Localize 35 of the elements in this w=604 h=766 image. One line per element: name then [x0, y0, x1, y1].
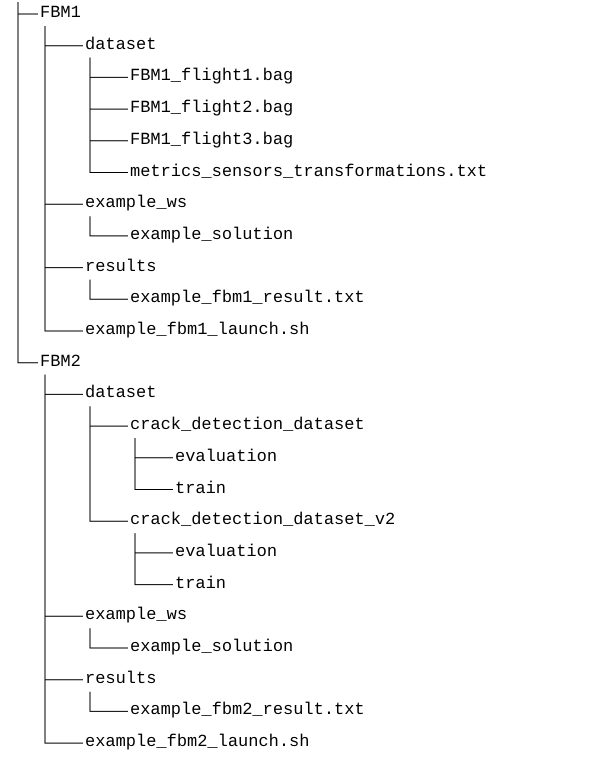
file-name: example_solution — [130, 226, 294, 246]
folder-name: example_ws — [85, 194, 188, 214]
tree-line — [44, 374, 84, 744]
file-name: example_fbm1_launch.sh — [85, 321, 310, 341]
file-name: metrics_sensors_transformations.txt — [130, 162, 488, 182]
folder-name: example_ws — [85, 606, 188, 626]
folder-name: FBM1 — [40, 4, 81, 24]
file-name: FBM1_flight1.bag — [130, 67, 294, 88]
file-name: evaluation — [175, 542, 278, 563]
tree-line — [44, 26, 84, 332]
tree-line — [90, 57, 128, 173]
tree-line — [90, 279, 128, 300]
file-name: FBM1_flight2.bag — [130, 99, 294, 120]
tree-line — [90, 216, 128, 236]
folder-name: dataset — [85, 384, 156, 404]
folder-name: results — [85, 670, 156, 690]
tree-line — [134, 532, 174, 586]
tree-line — [90, 628, 128, 648]
file-name: train — [175, 480, 226, 500]
folder-name: dataset — [85, 36, 156, 56]
tree-line — [18, 2, 38, 364]
file-name: example_fbm2_result.txt — [130, 701, 365, 722]
file-name: train — [175, 574, 226, 595]
file-name: evaluation — [175, 448, 278, 468]
folder-name: crack_detection_dataset_v2 — [130, 511, 396, 532]
folder-name: crack_detection_dataset — [130, 416, 365, 436]
file-name: FBM1_flight3.bag — [130, 130, 294, 151]
file-name: example_solution — [130, 638, 294, 658]
folder-name: FBM2 — [40, 352, 81, 373]
file-name: example_fbm2_launch.sh — [85, 733, 310, 754]
tree-line — [90, 691, 128, 712]
file-name: example_fbm1_result.txt — [130, 289, 365, 310]
folder-name: results — [85, 258, 156, 278]
tree-line — [90, 406, 128, 522]
tree-line — [134, 438, 174, 490]
